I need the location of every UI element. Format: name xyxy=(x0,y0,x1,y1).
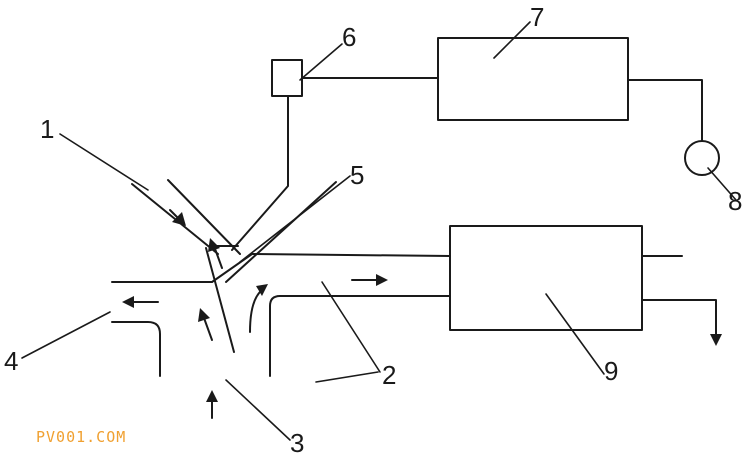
leader-line-4 xyxy=(21,311,111,359)
leader-line-3 xyxy=(225,379,291,441)
flow-arrow-4-head xyxy=(122,296,134,308)
component-6-box xyxy=(271,59,303,97)
signal-line-7-8 xyxy=(627,79,703,142)
flow-arrow-2-head xyxy=(376,274,388,286)
flow-arrow-inner-right-shaft xyxy=(249,289,263,333)
flow-arrow-9-head xyxy=(710,334,722,346)
outlet-pipe-curve xyxy=(269,295,281,377)
leader-line-8 xyxy=(707,167,737,201)
leader-line-1 xyxy=(59,133,149,191)
flow-arrow-inner-left-head xyxy=(198,308,210,322)
component-8-circle xyxy=(684,140,720,176)
flow-arrow-1-head xyxy=(172,212,186,226)
box-9-outlet-bottom xyxy=(641,299,717,319)
flow-arrow-top-head xyxy=(208,238,220,252)
component-7-box xyxy=(437,37,629,121)
component-9-box xyxy=(449,225,643,331)
outlet-pipe-top xyxy=(251,253,451,257)
pipe-4-bottom xyxy=(111,321,161,377)
leader-line-2b xyxy=(321,281,381,373)
label-9: 9 xyxy=(604,356,618,386)
label-8: 8 xyxy=(728,186,742,216)
leader-line-9 xyxy=(545,293,605,375)
flow-arrow-top-shaft xyxy=(213,245,223,269)
leader-line-7 xyxy=(493,21,531,59)
label-3: 3 xyxy=(290,428,304,458)
label-2: 2 xyxy=(382,360,396,390)
watermark-text: PV001.COM xyxy=(36,428,126,446)
splitter-plate xyxy=(205,247,235,353)
label-4: 4 xyxy=(4,346,18,376)
label-5: 5 xyxy=(350,160,364,190)
label-6: 6 xyxy=(342,22,356,52)
pipe-5-wall xyxy=(225,181,337,283)
pipe-1-wall-upper xyxy=(167,179,241,255)
flow-arrow-inner-left-shaft xyxy=(203,317,213,341)
leader-line-5 xyxy=(239,175,351,263)
label-7: 7 xyxy=(530,2,544,32)
probe-line-6 xyxy=(231,95,289,251)
leader-line-2 xyxy=(315,371,379,383)
flow-arrow-3-head xyxy=(206,390,218,402)
label-1: 1 xyxy=(40,114,54,144)
flow-arrow-inner-right-head xyxy=(256,284,268,296)
leader-line-6 xyxy=(299,43,343,81)
